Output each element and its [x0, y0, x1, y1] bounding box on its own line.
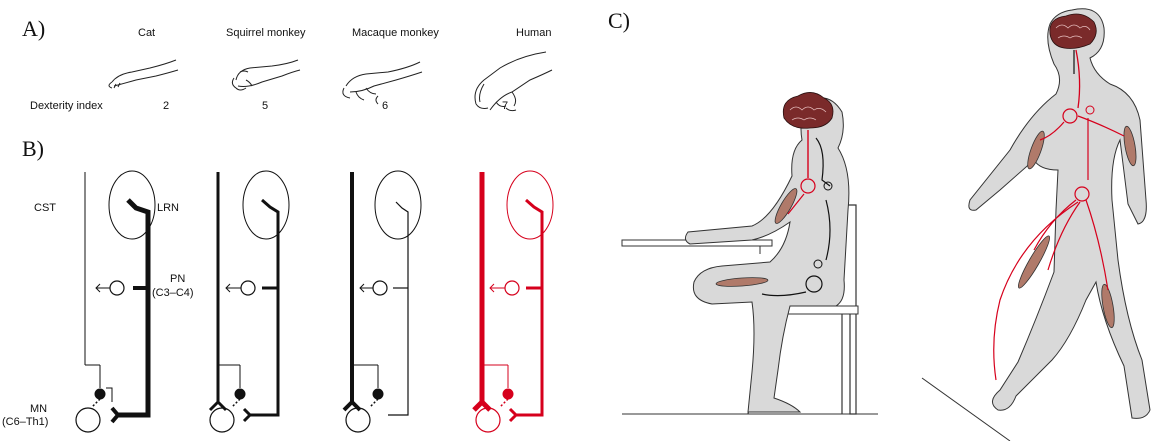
circuit-human: [474, 171, 553, 432]
circuit-macaque-monkey: [344, 171, 421, 432]
circuit-cat: [76, 171, 155, 432]
cat-paw-sketch: [109, 60, 178, 88]
seated-figure: [622, 92, 878, 414]
walking-figure: [922, 9, 1150, 441]
human-hand-sketch: [475, 52, 552, 111]
circuit-squirrel-monkey: [210, 171, 289, 432]
macaque-monkey-hand-sketch: [343, 62, 422, 104]
squirrel-monkey-hand-sketch: [232, 60, 300, 90]
